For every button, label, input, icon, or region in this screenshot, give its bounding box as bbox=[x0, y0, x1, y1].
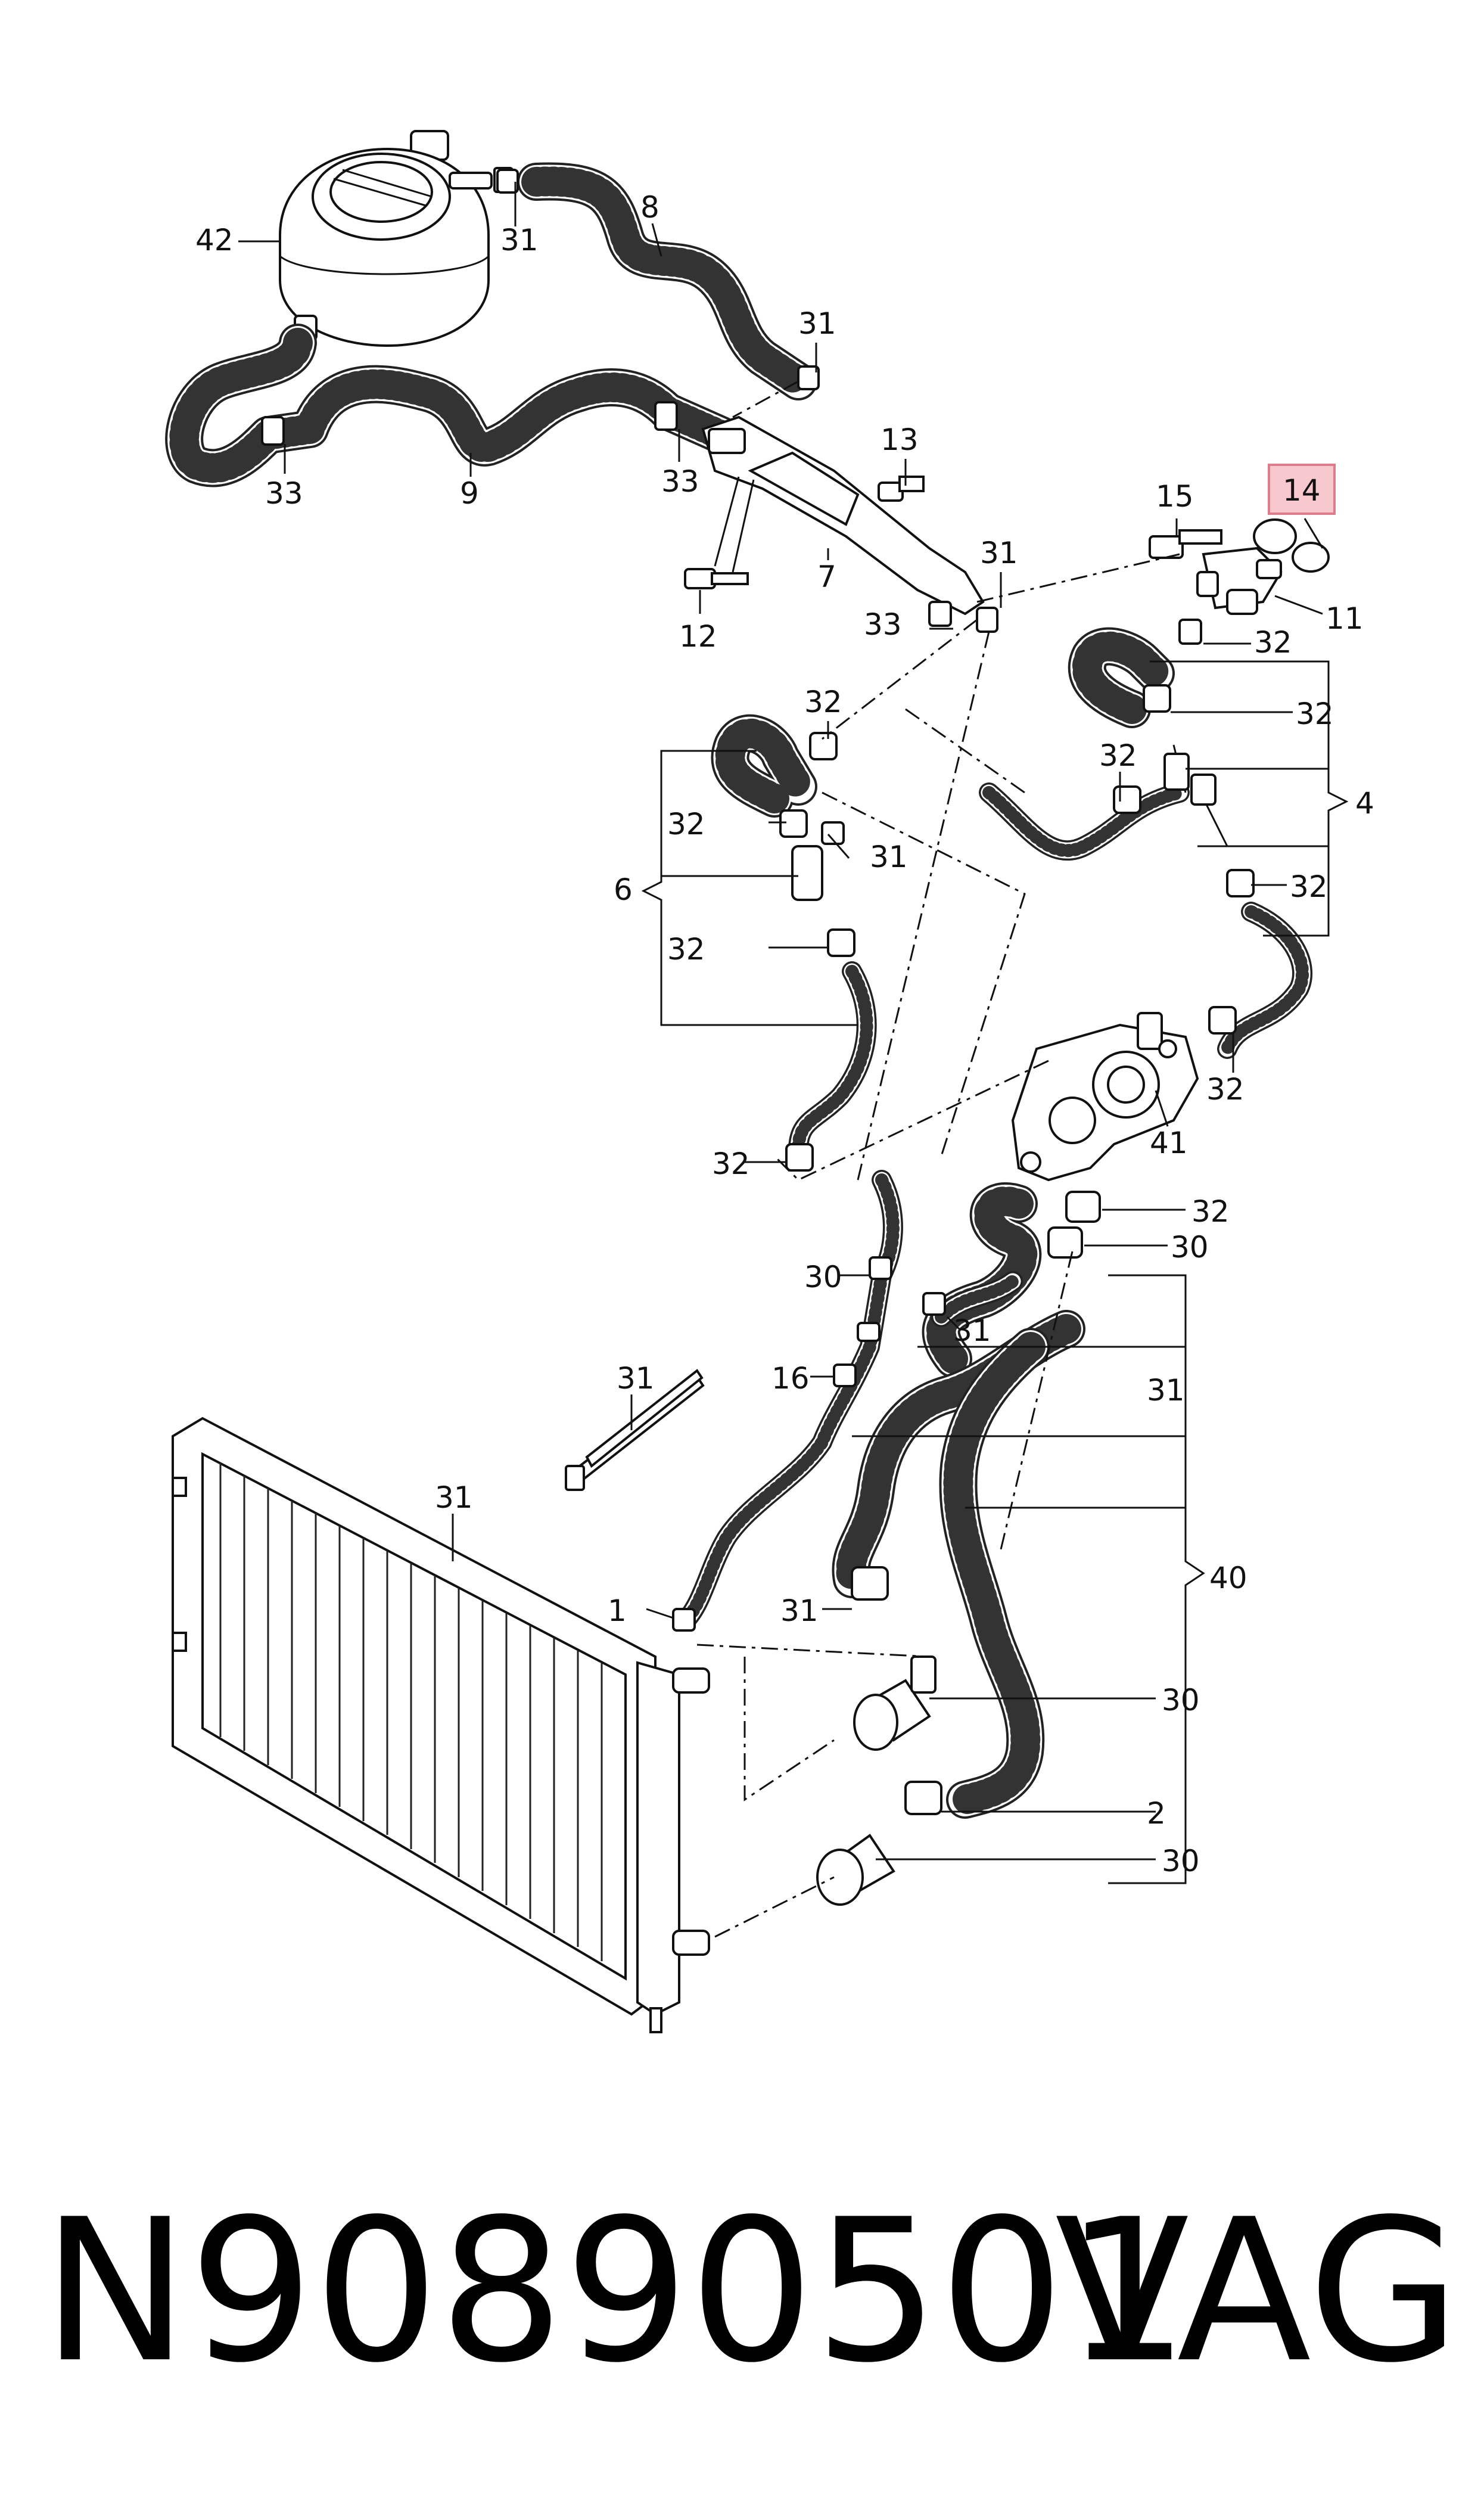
hose-clamps bbox=[261, 169, 1255, 1815]
callout-32: 32 bbox=[1206, 1072, 1245, 1107]
callout-30: 31 bbox=[780, 1594, 819, 1628]
callout-33: 33 bbox=[661, 464, 699, 499]
highlight-box bbox=[1268, 464, 1336, 515]
hose-assembly-6 bbox=[711, 714, 877, 1160]
callout-11: 11 bbox=[1326, 601, 1364, 636]
callout-32: 32 bbox=[712, 1147, 750, 1181]
callout-31: 31 bbox=[870, 840, 908, 874]
callout-labels: 42 31 8 31 33 9 33 13 7 12 15 14 11 31 3… bbox=[195, 190, 1374, 1878]
callout-41: 41 bbox=[1150, 1126, 1188, 1160]
callout-30: 30 bbox=[1171, 1230, 1209, 1265]
callout-31: 30 bbox=[804, 1260, 842, 1294]
callout-8: 8 bbox=[640, 190, 659, 225]
callout-32: 32 bbox=[1254, 625, 1292, 660]
callout-31: 31 bbox=[500, 223, 539, 257]
radiator-fins bbox=[219, 1463, 603, 1961]
thermostat-housing-41 bbox=[1011, 1012, 1199, 1182]
callout-33: 33 bbox=[864, 607, 902, 642]
hose-8 bbox=[517, 162, 817, 400]
callout-30: 2 bbox=[1147, 1796, 1166, 1831]
callout-32: 32 bbox=[1099, 738, 1137, 773]
callout-2: 30 bbox=[1162, 1683, 1200, 1717]
callout-31: 16 bbox=[771, 1361, 810, 1396]
connector-3 bbox=[816, 1834, 895, 1906]
callout-16: 31 bbox=[617, 1361, 655, 1396]
brand-label: VAG bbox=[1054, 2177, 1460, 2406]
connector-11 bbox=[1202, 546, 1283, 615]
callout-30: 32 bbox=[1191, 1194, 1230, 1229]
callout-7: 7 bbox=[817, 560, 836, 594]
callout-31: 31 bbox=[980, 536, 1018, 570]
callout-32: 32 bbox=[804, 685, 842, 719]
callout-31: 31 bbox=[1147, 1373, 1185, 1408]
hose-9 bbox=[165, 324, 740, 487]
callout-31: 1 bbox=[608, 1594, 627, 1628]
callout-32: 32 bbox=[1296, 697, 1334, 731]
guide-lines bbox=[696, 380, 1180, 1938]
hose-assembly-4 bbox=[979, 627, 1313, 1059]
callout-33: 33 bbox=[265, 476, 303, 511]
bolt-15 bbox=[1149, 529, 1222, 559]
callout-31: 31 bbox=[953, 1313, 991, 1348]
callout-32: 32 bbox=[1290, 869, 1328, 904]
callout-32: 32 bbox=[667, 932, 705, 967]
callout-9: 9 bbox=[460, 476, 479, 511]
bolt-12 bbox=[684, 568, 749, 589]
callout-42: 42 bbox=[195, 223, 234, 257]
callout-32: 32 bbox=[667, 807, 705, 841]
callout-3: 30 bbox=[1162, 1844, 1200, 1878]
coolant-system-diagram: 42 31 8 31 33 9 33 13 7 12 15 14 11 31 3… bbox=[165, 130, 1374, 2033]
radiator-40 bbox=[172, 1417, 710, 2033]
callout-12: 12 bbox=[679, 619, 717, 654]
callout-1: 40 bbox=[1209, 1561, 1247, 1595]
connector-2 bbox=[853, 1655, 937, 1751]
callout-14: 14 bbox=[1283, 473, 1321, 508]
bracket-7 bbox=[701, 415, 985, 616]
part-number: N90890501 bbox=[42, 2177, 1190, 2406]
callout-13: 13 bbox=[881, 423, 919, 457]
callout-4: 4 bbox=[1355, 786, 1374, 821]
cable-tie-16 bbox=[565, 1369, 705, 1491]
hose-assembly-1 bbox=[675, 1170, 1085, 1819]
callout-15: 15 bbox=[1156, 479, 1194, 514]
bolt-13 bbox=[878, 476, 925, 502]
leader-lines bbox=[238, 182, 1349, 1884]
callout-6: 6 bbox=[614, 872, 633, 907]
expansion-tank bbox=[279, 130, 514, 347]
callout-31: 31 bbox=[798, 306, 836, 341]
o-rings-14 bbox=[1253, 518, 1330, 573]
callout-40: 31 bbox=[435, 1480, 473, 1515]
